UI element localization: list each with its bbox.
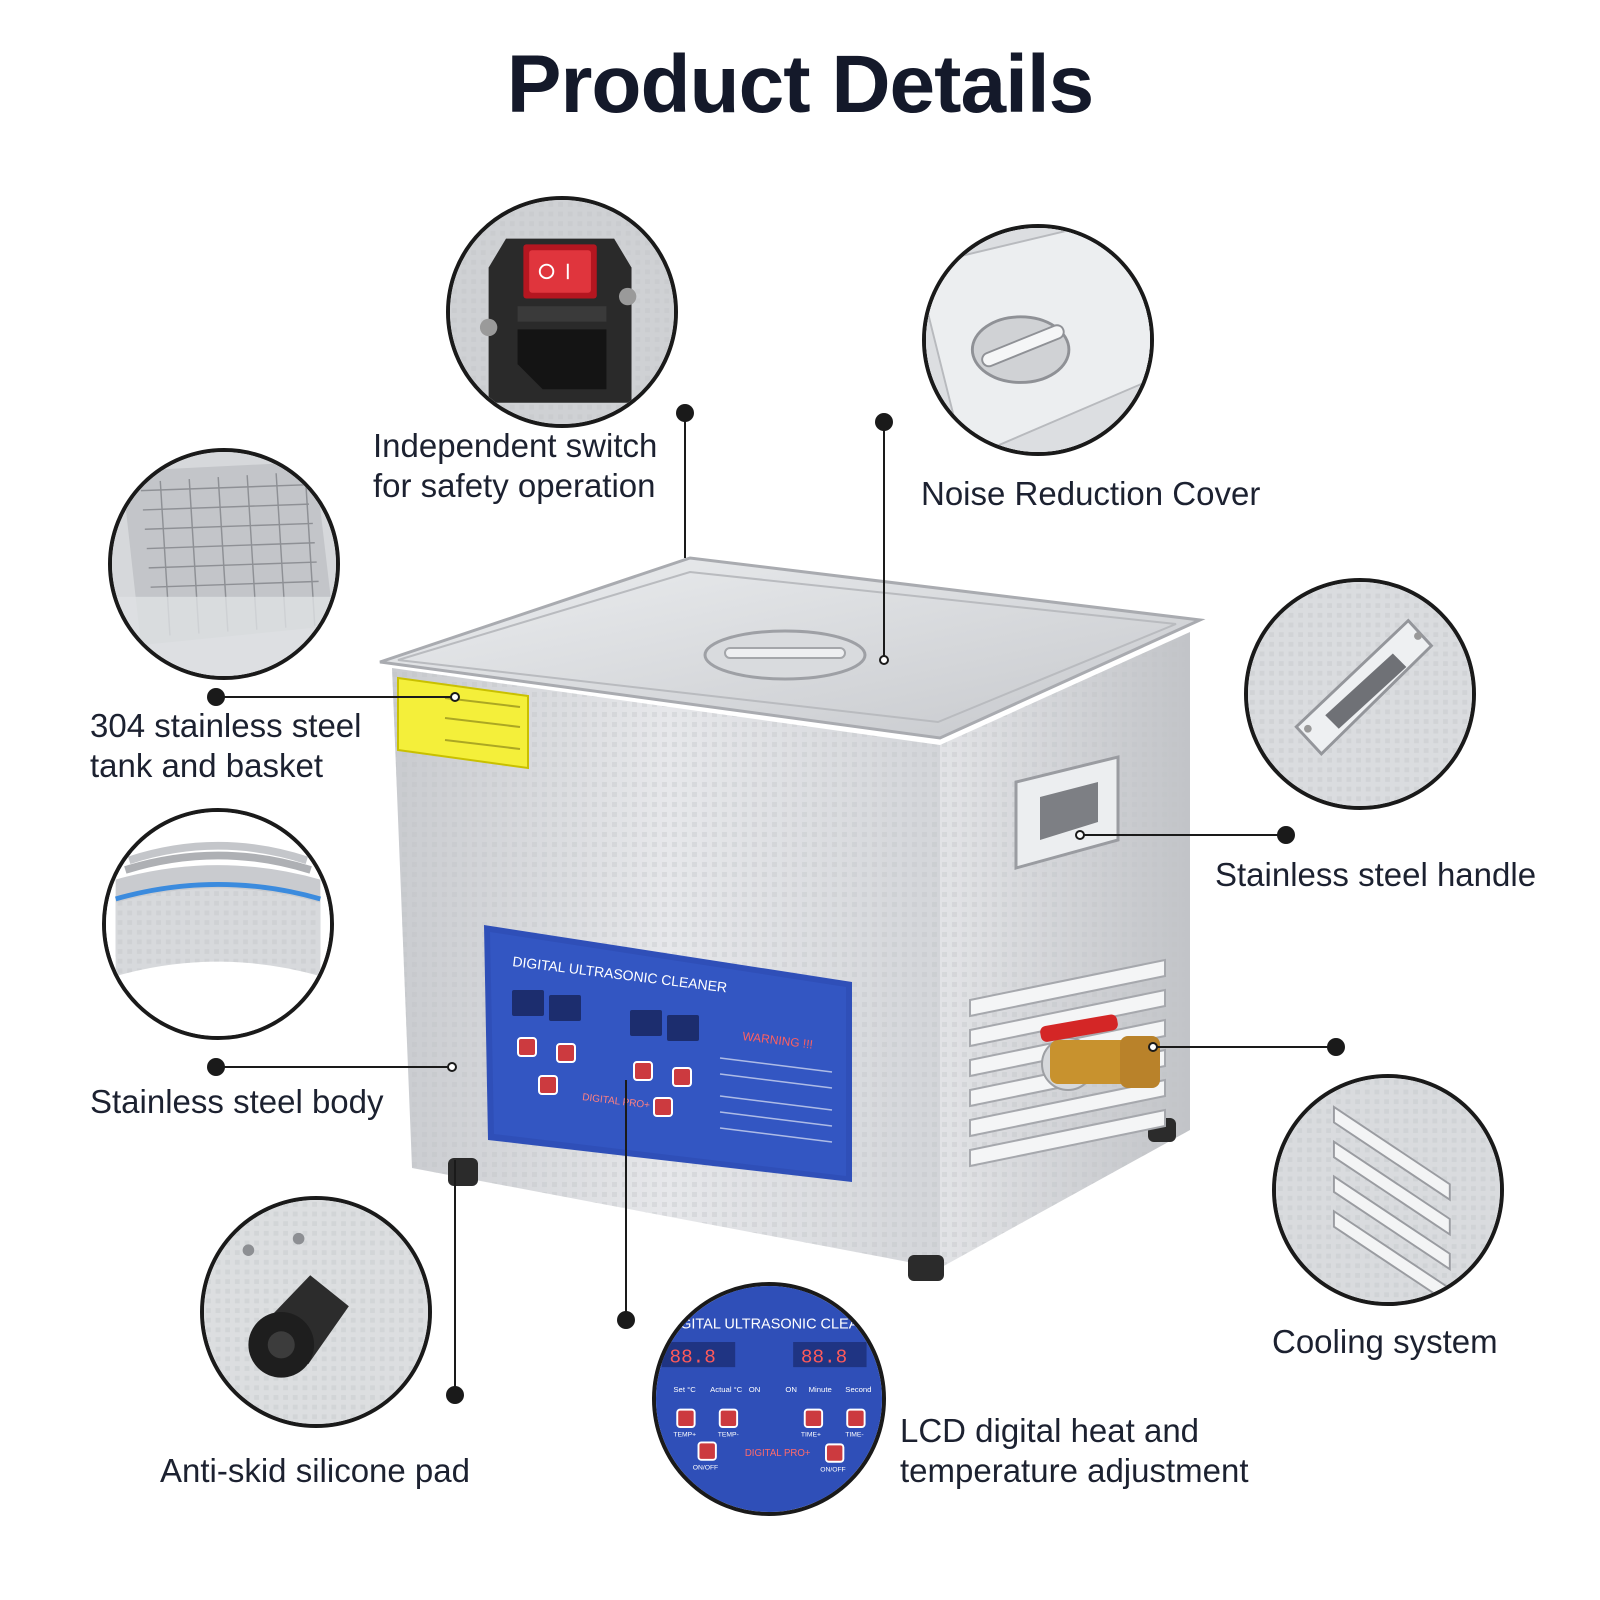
label-body-line1: Stainless steel body <box>90 1083 384 1120</box>
lcd-heading: DIGITAL ULTRASONIC CLEANER <box>666 1316 882 1332</box>
power-switch-icon <box>446 196 678 428</box>
lcd-brand: DIGITAL PRO+ <box>745 1448 811 1459</box>
leader-dot-body <box>207 1058 225 1076</box>
foot-pad-icon <box>200 1196 432 1428</box>
leader-dot-tank <box>207 688 225 706</box>
leader-dot-pad <box>446 1386 464 1404</box>
lcd-label-on-left: ON <box>749 1385 761 1394</box>
label-lcd: LCD digital heat and temperature adjustm… <box>900 1411 1249 1491</box>
lcd-display-left: 88.8 <box>670 1346 716 1368</box>
lid-icon <box>922 224 1154 456</box>
label-tank: 304 stainless steel tank and basket <box>90 706 362 786</box>
handle-icon <box>1244 578 1476 810</box>
label-handle: Stainless steel handle <box>1215 855 1536 895</box>
label-pad-line1: Anti-skid silicone pad <box>160 1452 470 1489</box>
lcd-btn-time-minus: TIME- <box>845 1432 863 1439</box>
layers-icon <box>102 808 334 1040</box>
label-lcd-line2: temperature adjustment <box>900 1452 1249 1489</box>
label-handle-line1: Stainless steel handle <box>1215 856 1537 893</box>
label-tank-line1: 304 stainless steel <box>90 707 362 744</box>
label-pad: Anti-skid silicone pad <box>160 1451 470 1491</box>
leader-dot-cover <box>875 413 893 431</box>
basket-icon <box>108 448 340 680</box>
control-panel-icon: DIGITAL ULTRASONIC CLEANER 88.8 88.8 Set… <box>652 1282 886 1516</box>
lcd-label-on-right: ON <box>785 1385 797 1394</box>
lcd-btn-onoff-left: ON/OFF <box>693 1465 719 1472</box>
lcd-label-minute: Minute <box>809 1385 832 1394</box>
leader-dot-lcd <box>617 1311 635 1329</box>
label-switch-line1: Independent switch <box>373 427 658 464</box>
label-switch: Independent switch for safety operation <box>373 426 657 506</box>
label-switch-line2: for safety operation <box>373 467 656 504</box>
lcd-label-second: Second <box>845 1385 871 1394</box>
side-handle <box>1014 755 1120 870</box>
lcd-btn-temp-plus: TEMP+ <box>673 1432 696 1439</box>
lcd-label-actual: Actual °C <box>710 1385 743 1394</box>
lcd-display-right: 88.8 <box>801 1346 847 1368</box>
page-title: Product Details <box>506 39 1094 130</box>
leader-dot-switch <box>676 404 694 422</box>
label-lcd-line1: LCD digital heat and <box>900 1412 1200 1449</box>
front-control-panel <box>484 925 852 1182</box>
label-cover: Noise Reduction Cover <box>921 474 1260 514</box>
drain-valve <box>1040 1014 1160 1091</box>
leader-dot-cooling <box>1327 1038 1345 1056</box>
leader-dot-handle <box>1277 826 1295 844</box>
label-cover-line1: Noise Reduction Cover <box>921 475 1261 512</box>
label-cooling-line1: Cooling system <box>1272 1323 1498 1360</box>
label-body: Stainless steel body <box>90 1082 384 1122</box>
vent-icon <box>1272 1074 1504 1306</box>
lcd-btn-onoff-right: ON/OFF <box>820 1466 846 1473</box>
lcd-btn-time-plus: TIME+ <box>801 1432 821 1439</box>
lcd-btn-temp-minus: TEMP- <box>718 1432 739 1439</box>
label-cooling: Cooling system <box>1272 1322 1498 1362</box>
lcd-label-set: Set °C <box>673 1385 696 1394</box>
label-tank-line2: tank and basket <box>90 747 323 784</box>
